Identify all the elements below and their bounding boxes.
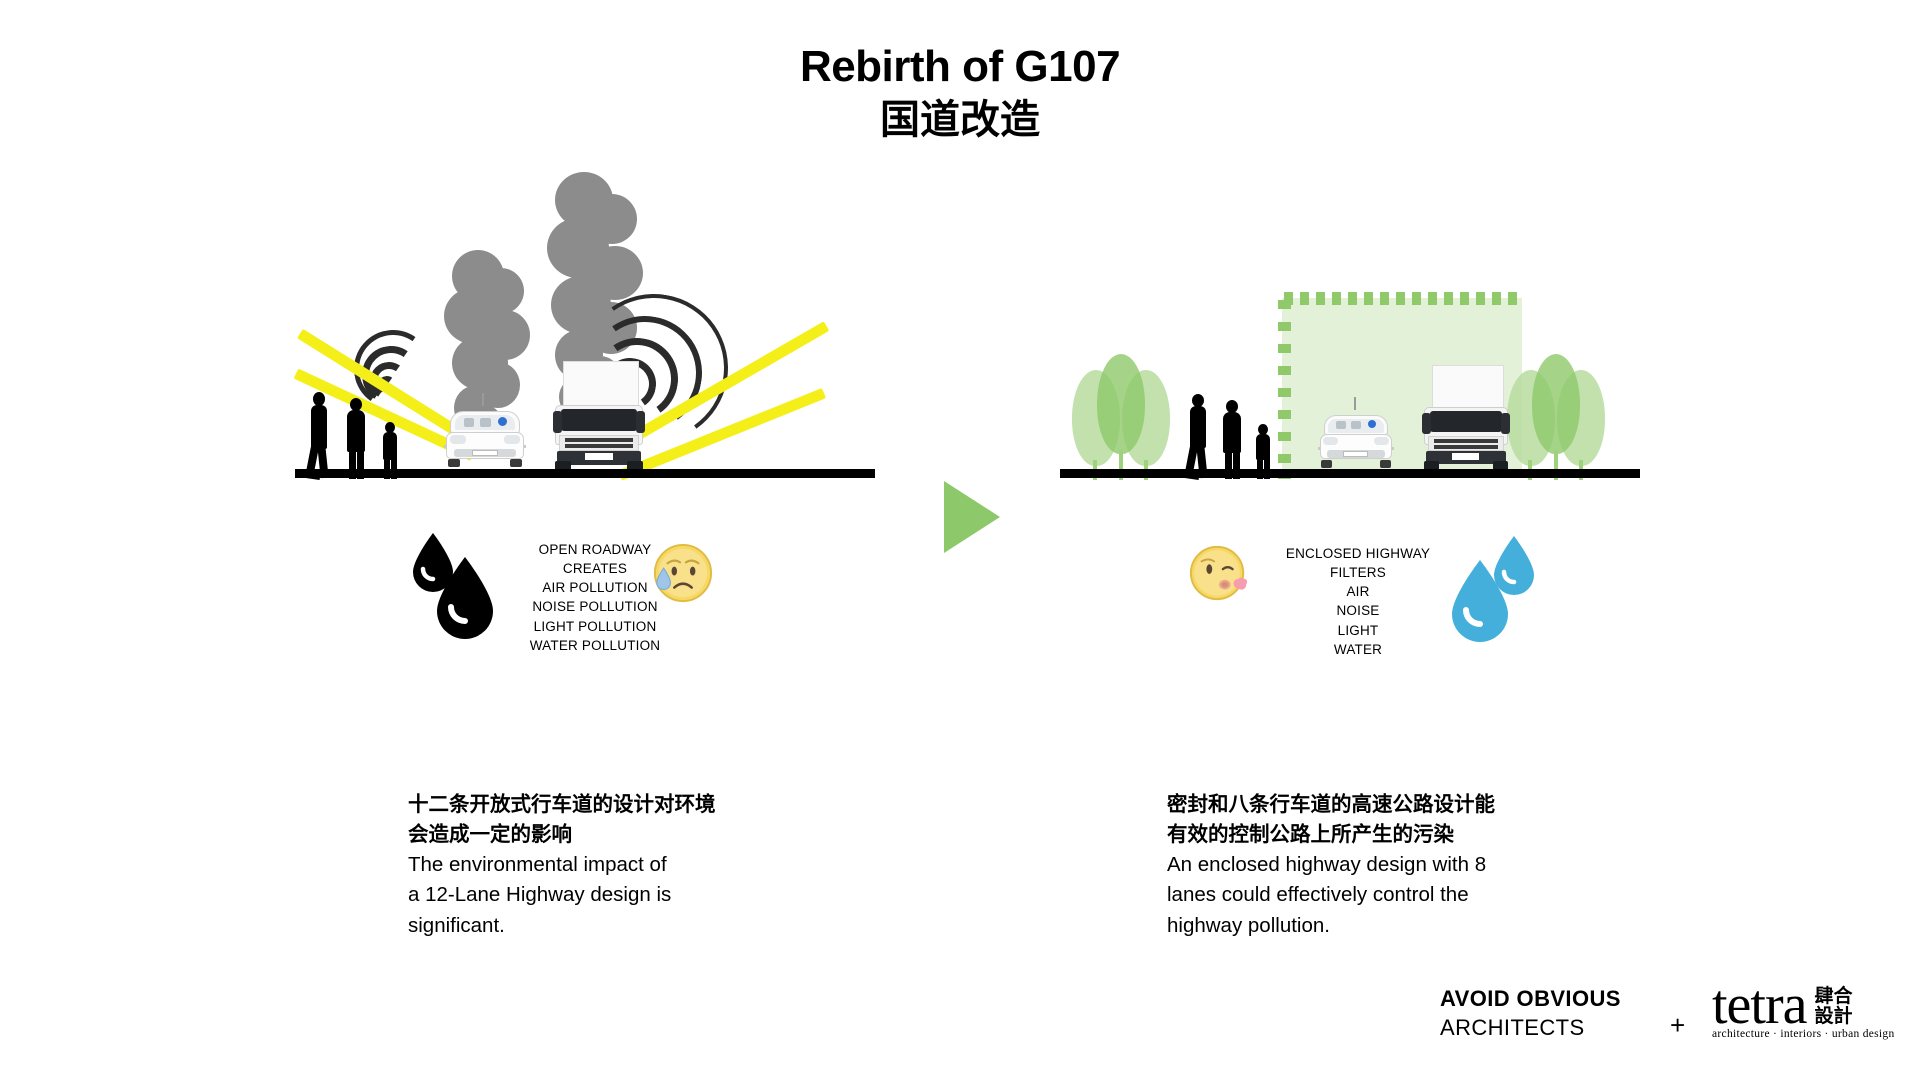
avoid-obvious-architects-logo: AVOID OBVIOUS ARCHITECTS (1440, 985, 1621, 1042)
caption-line: 有效的控制公路上所产生的污染 (1167, 823, 1454, 847)
left-caption: 十二条开放式行车道的设计对环境 会造成一定的影响 The environment… (408, 790, 808, 941)
caption-line: 密封和八条行车道的高速公路设计能 (1167, 793, 1495, 816)
caption-line: a 12-Lane Highway design is (408, 883, 672, 907)
title-block: Rebirth of G107 国道改造 (0, 42, 1920, 145)
page-title-chinese: 国道改造 (880, 97, 1040, 142)
enclosed-highway-label: ENCLOSED HIGHWAY FILTERS AIR NOISE LIGHT… (1278, 544, 1438, 659)
tree-cluster-right (1505, 348, 1615, 480)
enclosed-highway-scene (1050, 150, 1670, 570)
car-front-view (442, 393, 528, 471)
truck-front-view (1422, 365, 1510, 471)
logo-separator: + (1670, 1010, 1686, 1040)
transition-arrow (944, 481, 1000, 553)
tree-cluster-left (1070, 348, 1180, 480)
aoa-line-2: ARCHITECTS (1440, 1014, 1585, 1040)
label-line: LIGHT POLLUTION (533, 618, 657, 634)
right-caption: 密封和八条行车道的高速公路设计能 有效的控制公路上所产生的污染 An enclo… (1167, 790, 1577, 941)
label-line: LIGHT (1337, 622, 1379, 638)
open-roadway-scene (270, 150, 910, 570)
ground-line-left (295, 469, 875, 478)
aoa-line-1: AVOID OBVIOUS (1440, 986, 1621, 1011)
caption-line: 十二条开放式行车道的设计对环境 (408, 793, 716, 816)
caption-line: An enclosed highway design with 8 (1167, 853, 1487, 877)
caption-line: lanes could effectively control the (1167, 883, 1469, 907)
label-line: OPEN ROADWAY (538, 542, 652, 557)
label-line: AIR POLLUTION (542, 580, 648, 596)
caption-line: 会造成一定的影响 (408, 823, 572, 847)
truck-front-view (553, 361, 645, 471)
water-drop-icon-black (413, 533, 493, 639)
face-blowing-a-kiss-emoji (1189, 545, 1248, 601)
left-icon-row: OPEN ROADWAY CREATES AIR POLLUTION NOISE… (390, 520, 790, 653)
open-roadway-label: OPEN ROADWAY CREATES AIR POLLUTION NOISE… (520, 540, 670, 655)
label-line: ENCLOSED HIGHWAY (1285, 546, 1431, 561)
label-line: WATER (1333, 641, 1383, 657)
sad-relieved-face-emoji (653, 543, 713, 603)
tetra-tagline: architecture · interiors · urban design (1712, 1028, 1895, 1041)
ground-line-right (1060, 469, 1640, 478)
caption-line: highway pollution. (1167, 913, 1330, 937)
page-title-english: Rebirth of G107 (799, 42, 1121, 91)
logo-area: AVOID OBVIOUS ARCHITECTS + tetra 肆合設計 ar… (1440, 977, 1900, 1055)
label-line: NOISE POLLUTION (532, 599, 658, 615)
tetra-logo: tetra 肆合設計 architecture · interiors · ur… (1712, 977, 1895, 1041)
caption-line: significant. (408, 913, 505, 937)
label-line: WATER POLLUTION (529, 637, 661, 653)
tetra-chinese-name: 肆合設計 (1814, 985, 1853, 1027)
caption-line: The environmental impact of (408, 853, 667, 877)
car-front-view (1316, 397, 1396, 471)
label-line: CREATES (562, 561, 628, 577)
label-line: NOISE (1336, 603, 1380, 619)
water-drop-icon-blue (1452, 536, 1534, 642)
label-line: FILTERS (1330, 565, 1386, 581)
label-line: AIR (1346, 584, 1370, 600)
right-icon-row: ENCLOSED HIGHWAY FILTERS AIR NOISE LIGHT… (1180, 528, 1580, 658)
tetra-wordmark: tetra (1712, 974, 1807, 1036)
